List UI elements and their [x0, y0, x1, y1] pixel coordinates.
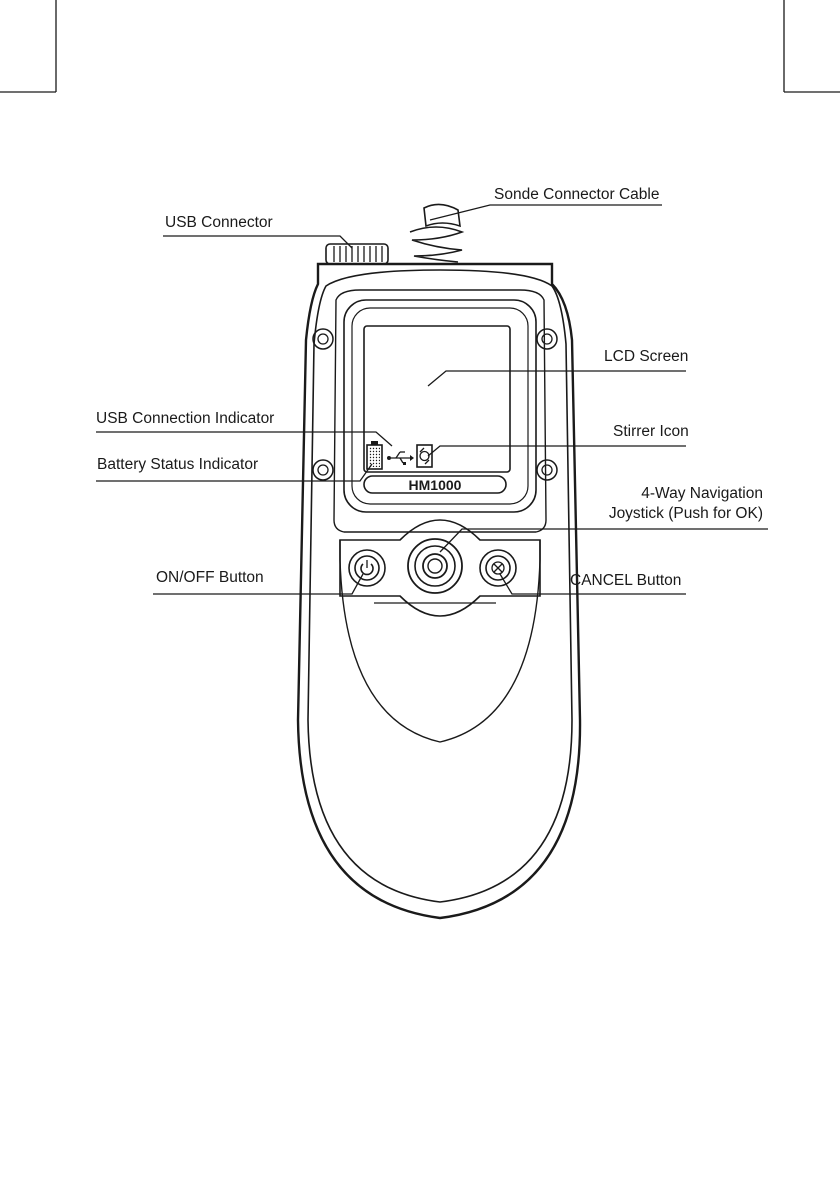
- callout-stirrer-icon: Stirrer Icon: [613, 423, 689, 440]
- sonde-cable-icon: [410, 204, 462, 262]
- crop-marks: [0, 0, 840, 92]
- cancel-button[interactable]: [480, 550, 516, 586]
- on-off-button[interactable]: [349, 550, 385, 586]
- battery-icon: [367, 441, 382, 469]
- callout-on-off-button: ON/OFF Button: [156, 569, 264, 586]
- callout-sonde-connector-cable: Sonde Connector Cable: [494, 186, 659, 203]
- callout-battery-status-indicator: Battery Status Indicator: [97, 456, 258, 473]
- callout-cancel-button: CANCEL Button: [570, 572, 681, 589]
- model-label: HM1000: [409, 477, 462, 493]
- callout-navigation-joystick-line2: Joystick (Push for OK): [609, 505, 763, 522]
- callout-usb-connector: USB Connector: [165, 214, 273, 231]
- callout-lcd-screen: LCD Screen: [604, 348, 688, 365]
- callout-usb-connection-indicator: USB Connection Indicator: [96, 410, 274, 427]
- device-backdrop: [304, 255, 562, 923]
- callout-navigation-joystick-line1: 4-Way Navigation: [641, 485, 763, 502]
